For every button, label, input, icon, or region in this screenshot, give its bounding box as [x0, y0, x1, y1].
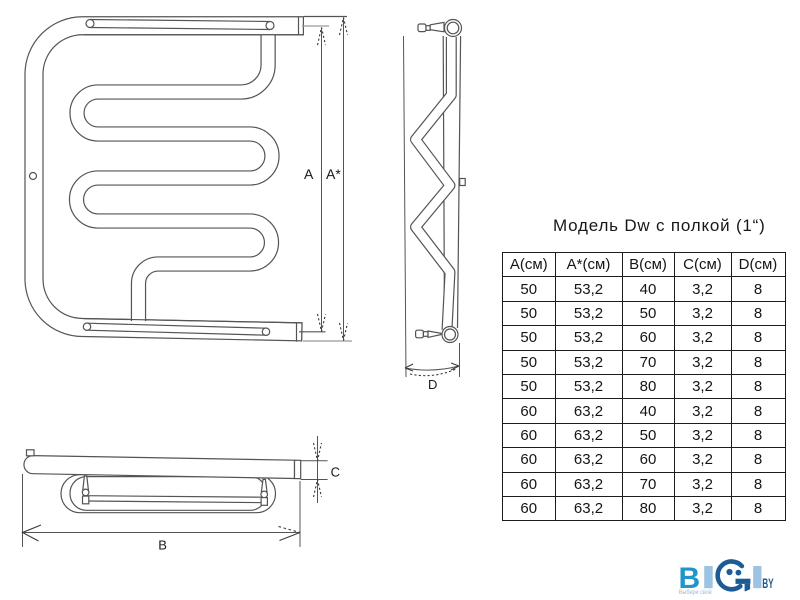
svg-text:Выбери своё: Выбери своё — [679, 588, 712, 596]
svg-text:D: D — [428, 377, 437, 392]
svg-text:B: B — [158, 538, 167, 553]
svg-text:А: А — [304, 166, 314, 182]
svg-text:C: C — [331, 465, 340, 480]
svg-text:А*: А* — [326, 166, 341, 182]
svg-text:B: B — [679, 562, 701, 595]
svg-text:BY: BY — [762, 576, 774, 591]
